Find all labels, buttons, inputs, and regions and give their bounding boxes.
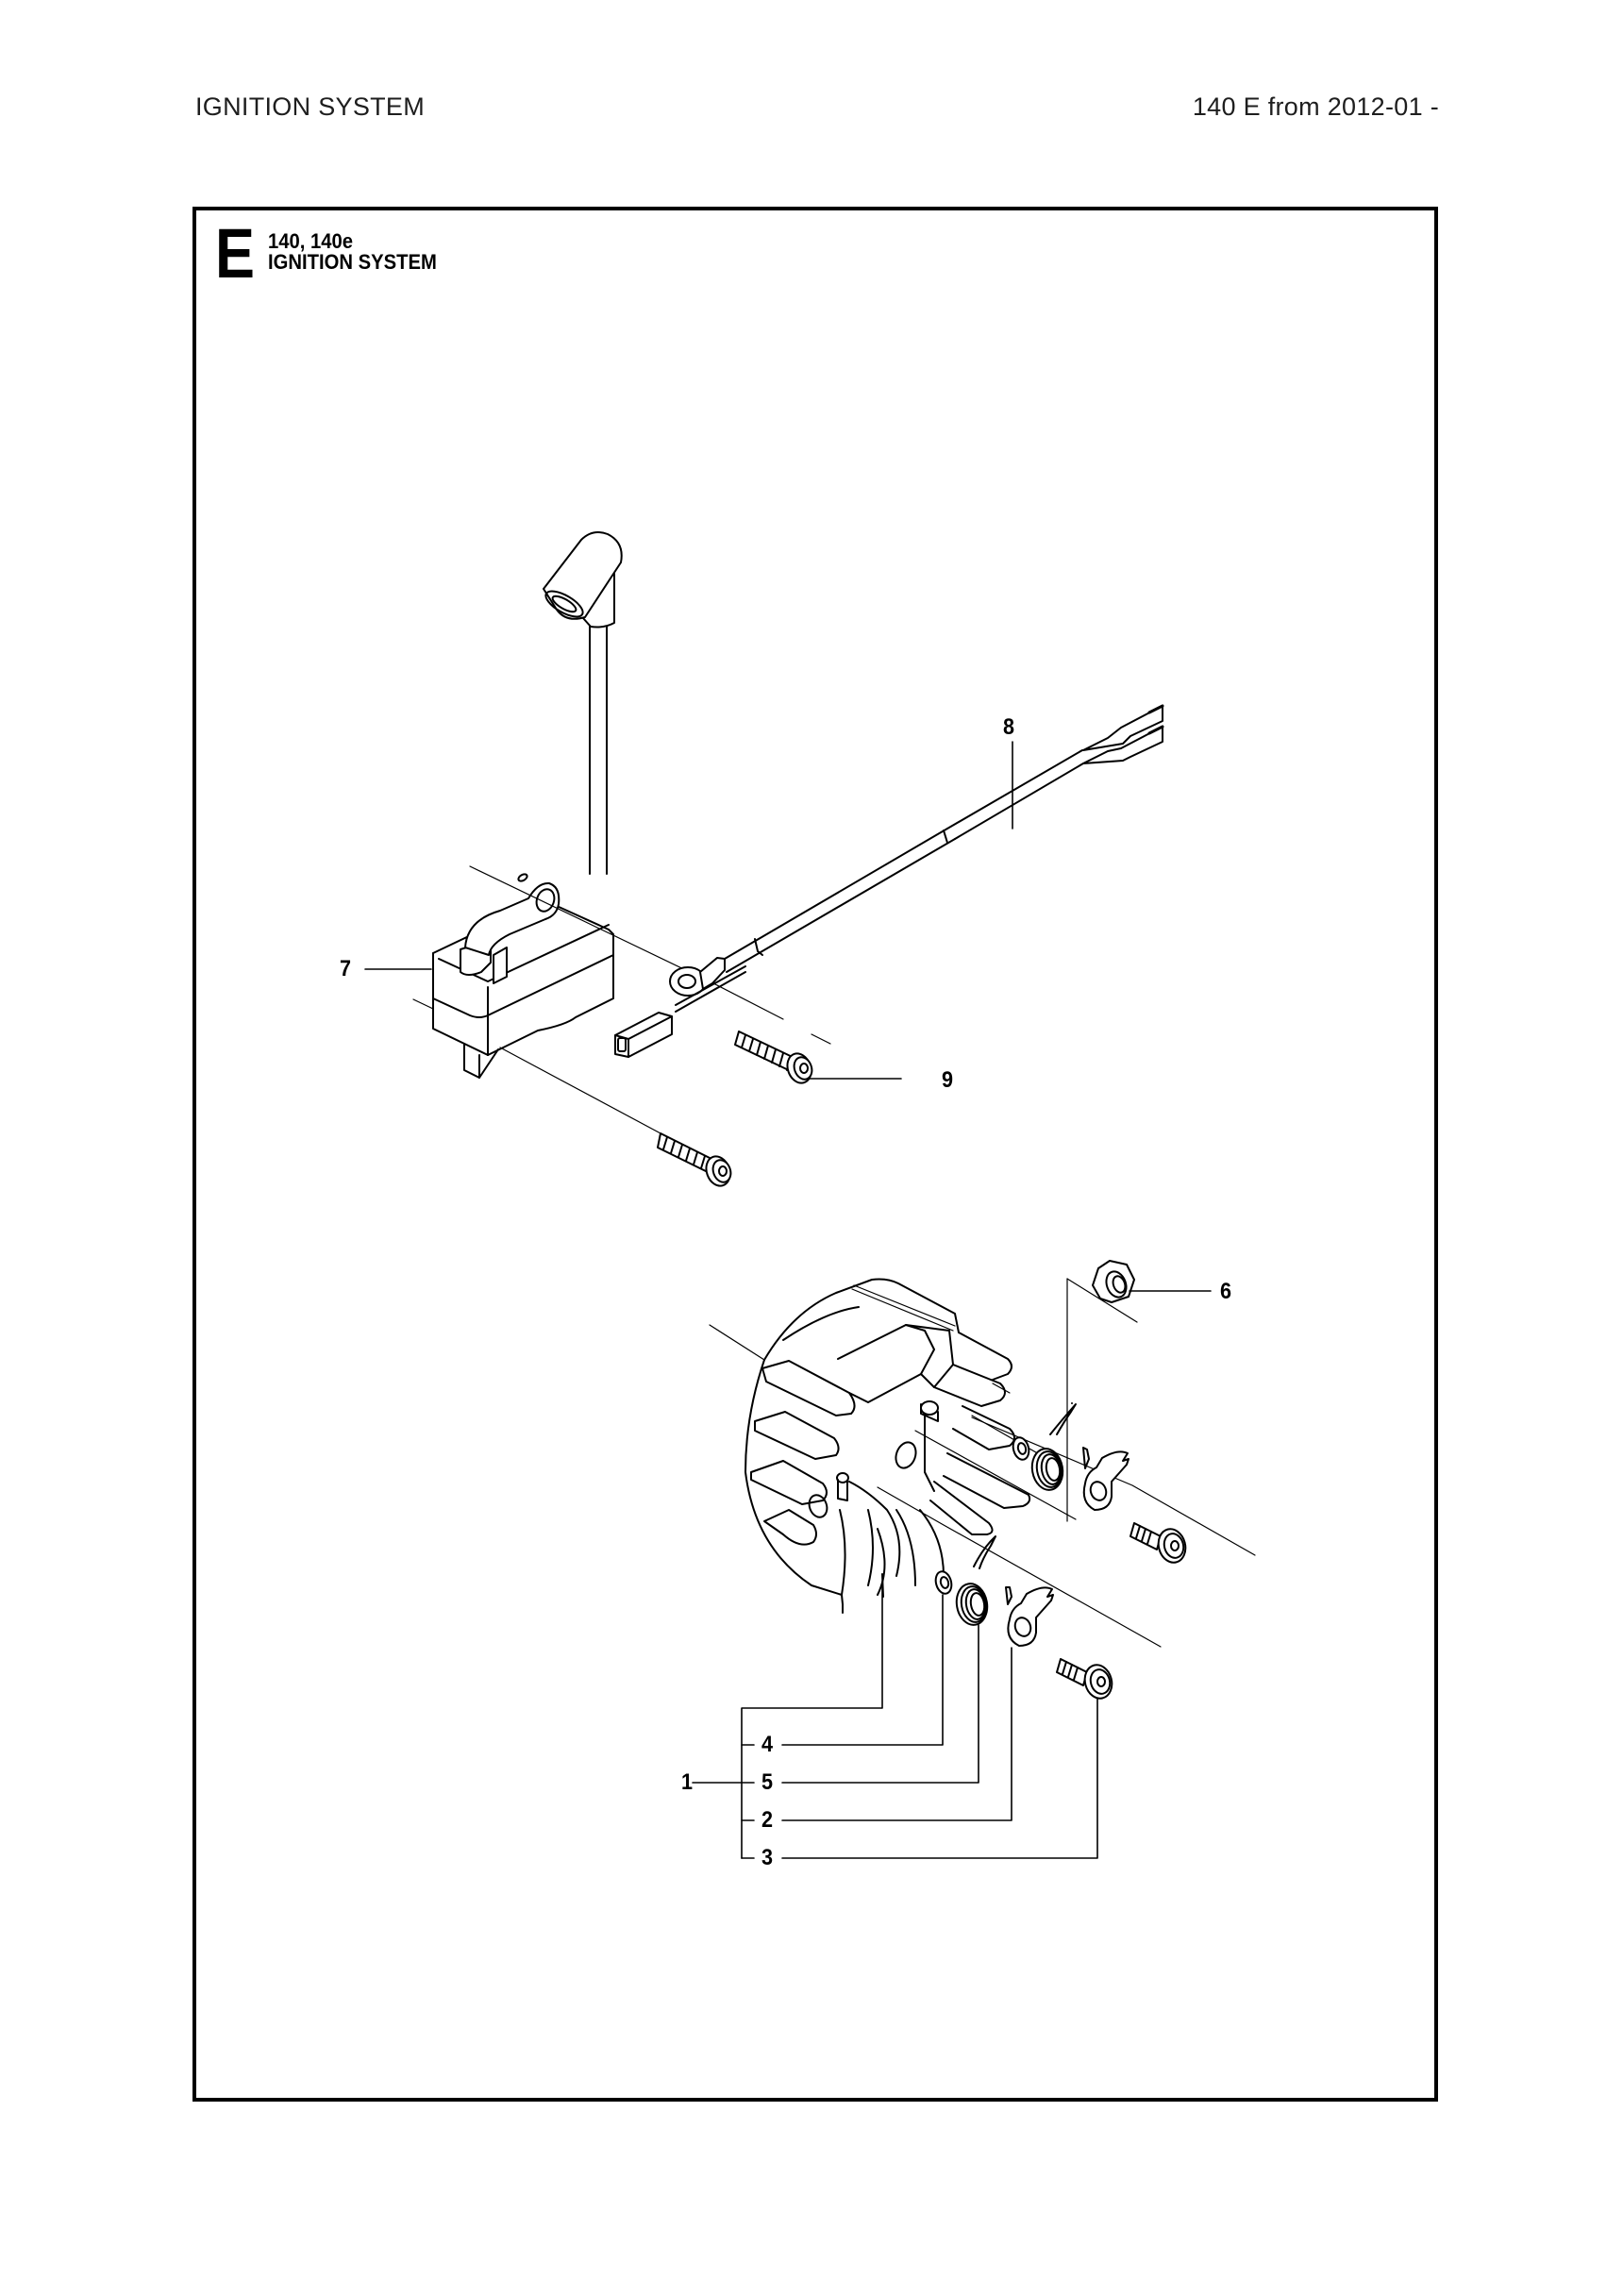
axis-line-flywheel [914, 1430, 1077, 1520]
callout-5: 5 [761, 1769, 774, 1795]
axis-line-lower [412, 998, 434, 1010]
section-title: IGNITION SYSTEM [268, 250, 437, 274]
screw-upper[interactable] [734, 1031, 815, 1086]
section-heading: 140, 140e IGNITION SYSTEM [268, 231, 437, 273]
section-letter: E [215, 214, 255, 293]
callout-4: 4 [761, 1732, 774, 1757]
callout-2: 2 [761, 1807, 774, 1833]
callout-6: 6 [1220, 1279, 1232, 1304]
header-section-name: IGNITION SYSTEM [195, 92, 426, 121]
diagram-frame [192, 207, 1438, 2102]
axis-line-upper [469, 865, 718, 986]
header-model-range: 140 E from 2012-01 - [1192, 92, 1439, 121]
spring-lower[interactable] [953, 1535, 1012, 1627]
cable[interactable] [614, 704, 1164, 1058]
pawl-upper[interactable] [1082, 1450, 1129, 1511]
callout-9: 9 [942, 1067, 954, 1093]
leader-lines [364, 741, 1212, 1859]
ignition-module[interactable] [432, 531, 623, 1079]
nut[interactable] [1092, 1260, 1135, 1303]
section-models: 140, 140e [268, 229, 354, 253]
pawl-screw-upper[interactable] [1129, 1522, 1189, 1566]
callout-3: 3 [761, 1845, 774, 1870]
washer-upper[interactable] [1011, 1435, 1031, 1461]
pawl-screw-lower[interactable] [1056, 1658, 1115, 1701]
screw-lower[interactable] [657, 1132, 734, 1189]
flywheel[interactable] [709, 1278, 1031, 1614]
callout-7: 7 [340, 956, 352, 981]
pawl-lower[interactable] [1007, 1586, 1054, 1647]
callout-1: 1 [681, 1769, 694, 1795]
spring-upper[interactable] [1029, 1402, 1090, 1492]
washer-lower[interactable] [933, 1569, 954, 1595]
callout-8: 8 [1003, 714, 1015, 740]
